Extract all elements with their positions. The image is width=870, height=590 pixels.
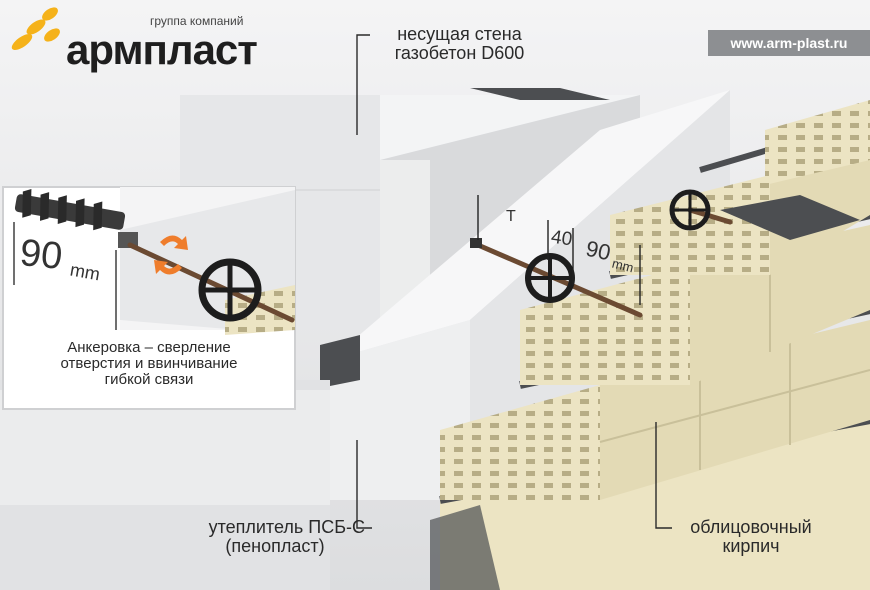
- wall-callout-line2: газобетон D600: [394, 43, 525, 63]
- insulation-callout-line2: (пенопласт): [225, 536, 325, 556]
- anchor-washer: [525, 253, 575, 303]
- anchoring-inset: [2, 186, 296, 410]
- logo-mark-icon: [11, 7, 60, 51]
- inset-depth-value: 90: [17, 231, 65, 279]
- insulation-layer: [320, 90, 730, 500]
- callout-leaders: [356, 34, 672, 529]
- dimension-lines: [477, 195, 641, 305]
- wall-callout-line1: несущая стена: [397, 24, 522, 44]
- group-label: группа компаний: [150, 14, 244, 28]
- inset-caption-line3: гибкой связи: [104, 371, 194, 388]
- brick-callout-line1: облицовочный: [690, 517, 812, 537]
- brick-callout-line2: кирпич: [722, 536, 780, 556]
- inset-caption-line1: Анкеровка – сверление: [67, 339, 231, 356]
- wall-callout: несущая стена газобетон D600: [372, 25, 547, 63]
- inset-caption: Анкеровка – сверление отверстия и ввинчи…: [4, 340, 294, 388]
- anchor-washer-upper: [669, 189, 711, 231]
- brand-name: армпласт: [66, 26, 258, 73]
- gap-dimension: 40: [549, 226, 574, 251]
- inset-anchor-rod: [127, 242, 295, 323]
- inset-washer: [198, 258, 262, 322]
- thickness-label: T: [506, 208, 516, 225]
- brick-top-face: [440, 385, 600, 500]
- anchor-plug: [470, 238, 482, 248]
- website-url[interactable]: www.arm-plast.ru: [708, 30, 870, 56]
- insulation-callout-line1: утеплитель ПСБ-С: [208, 517, 365, 537]
- inset-caption-line2: отверстия и ввинчивание: [60, 355, 238, 372]
- brick-callout: облицовочный кирпич: [676, 518, 826, 556]
- rotation-arrow-icon: [154, 235, 188, 275]
- lower-wall-face: [0, 390, 330, 505]
- flexible-anchor: [470, 189, 733, 318]
- insulation-callout: утеплитель ПСБ-С (пенопласт): [165, 518, 365, 556]
- facing-brick-wall: [430, 100, 870, 590]
